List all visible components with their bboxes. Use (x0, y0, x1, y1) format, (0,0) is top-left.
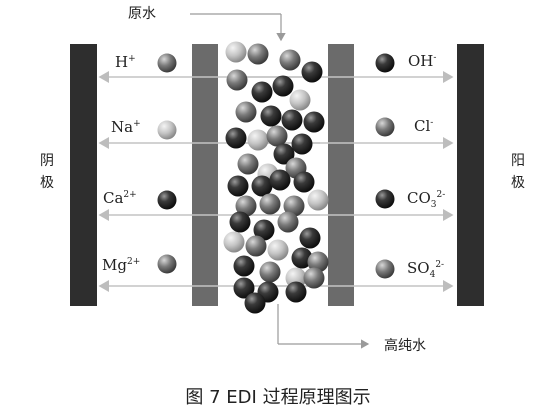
resin-bead (260, 105, 282, 127)
anion-label-oh: OH- (408, 52, 437, 70)
resin-bead (291, 247, 313, 269)
resin-bead (223, 231, 245, 253)
anion-marker-cl (375, 117, 395, 137)
outlet-label: 高纯水 (384, 338, 426, 354)
anode-label: 阳极 (511, 153, 525, 191)
resin-bead (277, 211, 299, 233)
resin-bead (235, 101, 257, 123)
resin-bead (253, 219, 275, 241)
anion-markers (375, 53, 395, 279)
ion-exchange-resin-beads (223, 41, 329, 314)
cathode-electrode (70, 44, 97, 306)
resin-bead (229, 211, 251, 233)
cation-label-na: Na+ (111, 118, 141, 136)
cation-markers (157, 53, 177, 274)
resin-bead (247, 129, 269, 151)
resin-bead (289, 89, 311, 111)
cation-exchange-membrane (192, 44, 218, 306)
resin-bead (281, 109, 303, 131)
cathode-label: 阴极 (40, 153, 54, 191)
resin-bead (269, 169, 291, 191)
anion-exchange-membrane (328, 44, 354, 306)
resin-bead (293, 171, 315, 193)
resin-bead (291, 133, 313, 155)
resin-bead (299, 227, 321, 249)
resin-bead (279, 49, 301, 71)
anode-electrode (457, 44, 484, 306)
resin-bead (244, 292, 266, 314)
resin-bead (273, 143, 295, 165)
inlet-label: 原水 (128, 6, 156, 22)
cation-marker-na (157, 120, 177, 140)
resin-bead (237, 153, 259, 175)
resin-bead (245, 235, 267, 257)
resin-bead (267, 239, 289, 261)
figure-caption: 图 7 EDI 过程原理图示 (185, 387, 371, 408)
cation-marker-mg (157, 254, 177, 274)
resin-bead (307, 189, 329, 211)
resin-bead (303, 267, 325, 289)
resin-bead (283, 195, 305, 217)
inlet-flow-arrow (190, 13, 286, 42)
resin-bead (251, 81, 273, 103)
anion-label-cl: Cl- (414, 117, 434, 135)
resin-bead (227, 175, 249, 197)
cation-marker-h (157, 53, 177, 73)
outlet-flow-arrow (277, 304, 370, 349)
cation-label-ca: Ca2+ (103, 189, 137, 207)
anion-marker-co3 (375, 189, 395, 209)
cation-label-mg: Mg2+ (102, 256, 141, 274)
resin-bead (233, 277, 255, 299)
resin-bead (247, 43, 269, 65)
resin-bead (259, 261, 281, 283)
resin-bead (235, 195, 257, 217)
resin-bead (272, 75, 294, 97)
resin-bead (233, 255, 255, 277)
resin-bead (266, 125, 288, 147)
resin-bead (251, 175, 273, 197)
resin-bead (303, 111, 325, 133)
resin-bead (225, 127, 247, 149)
anion-label-so4: SO42- (407, 259, 445, 280)
resin-bead (301, 61, 323, 83)
resin-bead (307, 251, 329, 273)
cation-label-h: H+ (115, 53, 136, 71)
cation-marker-ca (157, 190, 177, 210)
anion-marker-oh (375, 53, 395, 73)
resin-bead (225, 41, 247, 63)
resin-bead (259, 193, 281, 215)
resin-bead (226, 69, 248, 91)
resin-bead (285, 281, 307, 303)
anion-marker-so4 (375, 259, 395, 279)
anion-label-co3: CO32- (407, 189, 446, 210)
